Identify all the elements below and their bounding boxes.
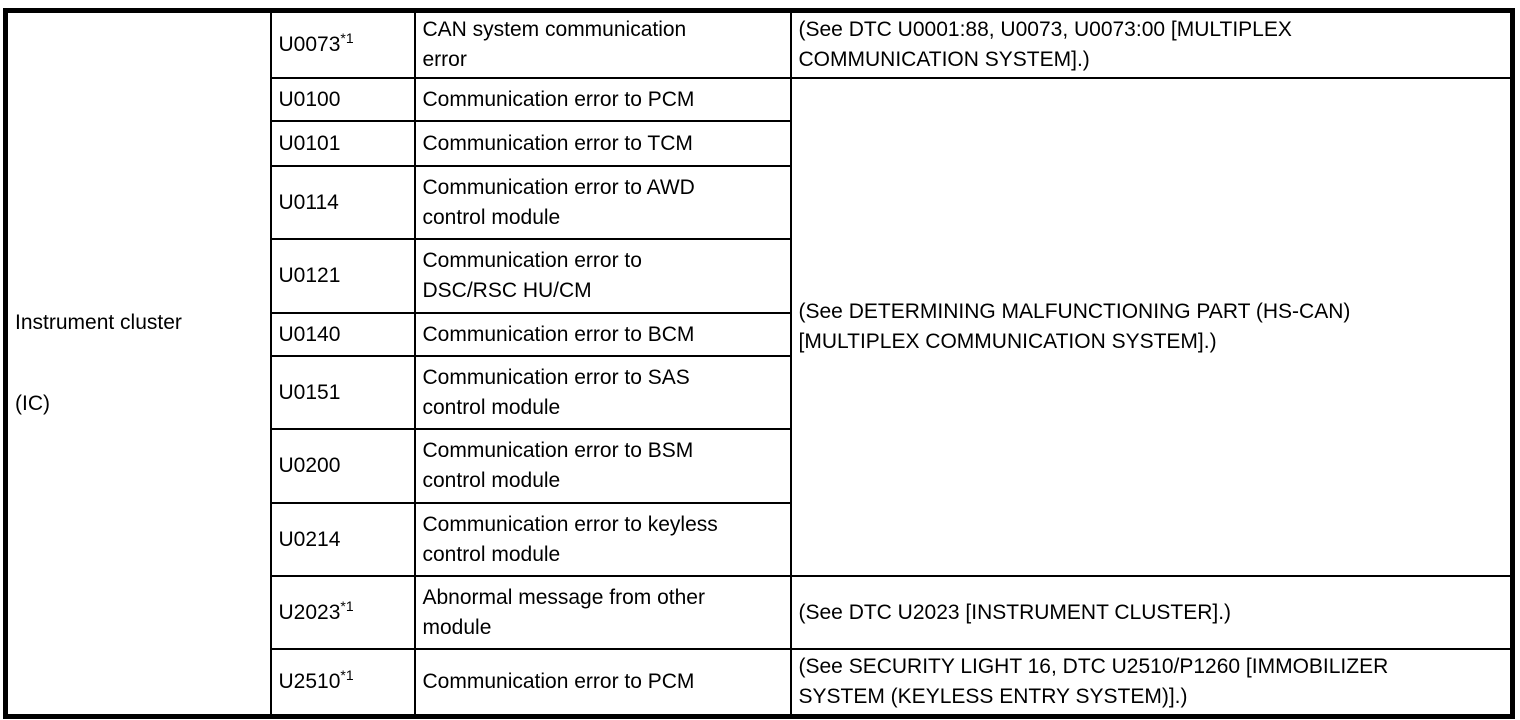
table-row: U0214 Communication error to keyless con… (6, 502, 1513, 577)
description-cell: CAN system communication error (413, 9, 792, 79)
table-row: U2023*1 Abnormal message from other modu… (6, 575, 1514, 650)
reference-cell: (See DTC U0001:88, U0073, U0073:00 [MULT… (789, 9, 1514, 79)
reference-cell: (See DTC U2023 [INSTRUMENT CLUSTER].) (789, 575, 1514, 650)
description-cell: Communication error to PCM (413, 77, 792, 122)
dtc-code: U2510 (278, 670, 341, 693)
dtc-note-marker: *1 (340, 597, 354, 614)
dtc-code-cell: U2510*1 (269, 648, 416, 718)
description-cell: Communication error to BCM (413, 312, 792, 357)
description-cell: Communication error to PCM (413, 648, 792, 718)
dtc-code-cell: U0140 (269, 312, 416, 357)
table-row: Instrument cluster (IC) U0073*1 CAN syst… (4, 9, 1514, 718)
dtc-code-cell: U0121 (269, 238, 416, 314)
table-row: U0200 Communication error to BSM control… (6, 428, 1513, 504)
description-cell: Communication error to keyless control m… (413, 502, 792, 577)
description-cell: Communication error to SAS control modul… (413, 355, 792, 430)
dtc-code-cell: U0100 (269, 77, 416, 122)
dtc-code-cell: U0101 (269, 120, 416, 167)
description-cell: Communication error to AWD control modul… (413, 165, 792, 240)
description-cell: Communication error to TCM (413, 120, 792, 167)
dtc-code-cell: U0151 (269, 355, 416, 430)
table-row: U0114 Communication error to AWD control… (6, 165, 1513, 240)
description-cell: Communication error to BSM control modul… (413, 428, 792, 504)
shared-reference-cell: (See DETERMINING MALFUNCTIONING PART (HS… (789, 77, 1514, 577)
table-row: U2510*1 Communication error to PCM (See … (6, 648, 1514, 718)
system-cell: Instrument cluster (IC) (4, 9, 272, 718)
table-row: U0101 Communication error to TCM (6, 120, 1513, 167)
description-cell: Abnormal message from other module (413, 575, 792, 650)
table-row: U0121 Communication error to DSC/RSC HU/… (6, 238, 1513, 314)
dtc-note-marker: *1 (340, 30, 354, 46)
table-row: U0151 Communication error to SAS control… (6, 355, 1513, 430)
system-abbreviation: (IC) (15, 392, 50, 415)
dtc-code-cell: U0073*1 (269, 9, 416, 79)
dtc-code: U2023 (278, 600, 341, 624)
dtc-code-cell: U0214 (269, 502, 416, 577)
dtc-note-marker: *1 (340, 667, 354, 683)
dtc-code-cell: U0114 (269, 165, 416, 240)
dtc-code: U0073 (278, 33, 341, 56)
dtc-code-cell: U0200 (269, 428, 416, 504)
system-name: Instrument cluster (15, 311, 182, 334)
page: Instrument cluster (IC) U0073*1 CAN syst… (0, 8, 1520, 720)
table-row: U0100 Communication error to PCM (See DE… (6, 77, 1514, 577)
dtc-table: Instrument cluster (IC) U0073*1 CAN syst… (3, 8, 1515, 719)
description-cell: Communication error to DSC/RSC HU/CM (413, 238, 792, 314)
table-row: U0140 Communication error to BCM (6, 312, 1513, 357)
dtc-code-cell: U2023*1 (269, 575, 416, 650)
reference-cell: (See SECURITY LIGHT 16, DTC U2510/P1260 … (789, 648, 1514, 718)
